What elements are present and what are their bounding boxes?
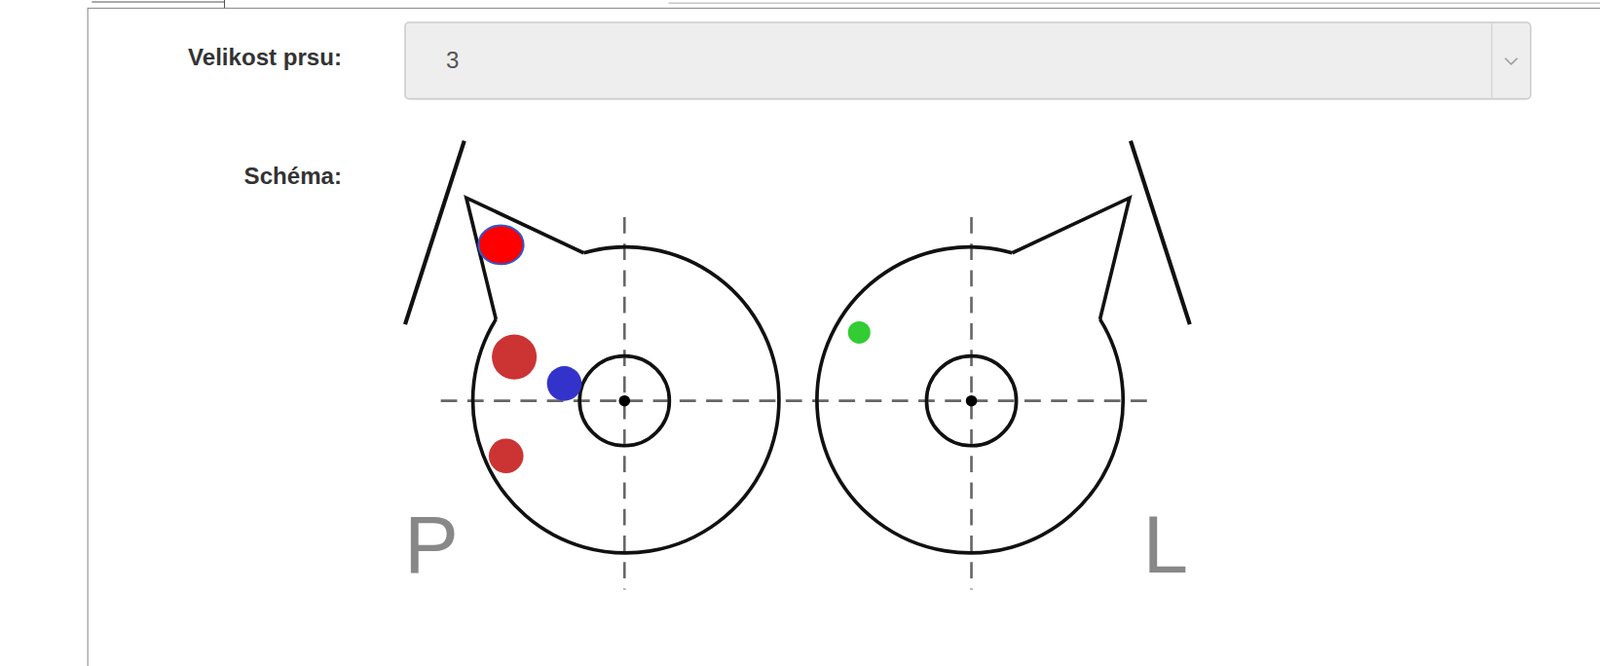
finding-marker	[491, 334, 537, 380]
frame-line	[668, 2, 1600, 4]
breast-outline	[817, 247, 1123, 554]
field-label: Schéma:	[244, 164, 342, 188]
areola	[579, 356, 670, 447]
dropdown-chevron	[1505, 58, 1519, 65]
select-box: 3	[405, 22, 1492, 100]
finding-marker	[547, 366, 583, 402]
panel-border	[87, 7, 1600, 666]
frame-line	[91, 1, 224, 3]
field-label: Velikost prsu:	[187, 45, 342, 70]
axillary-tail	[1011, 197, 1130, 320]
finding-marker	[488, 438, 524, 474]
axillary-tail	[466, 197, 585, 320]
selected-value: 3	[446, 46, 459, 75]
nipple	[966, 395, 978, 408]
nipple	[619, 395, 632, 408]
side-letter: P	[404, 503, 459, 586]
side-letter: L	[1143, 503, 1190, 586]
breast-outline	[473, 247, 780, 554]
breast-outlines	[405, 141, 1191, 554]
axis-lines	[441, 217, 1155, 590]
select-divider	[1490, 23, 1492, 98]
areola	[926, 356, 1016, 447]
select-background	[405, 22, 1531, 100]
body-contour	[405, 141, 465, 326]
finding-marker	[848, 321, 871, 344]
horizontal-axis	[441, 399, 1155, 403]
finding-marker	[478, 224, 523, 264]
body-contour	[1130, 141, 1191, 326]
